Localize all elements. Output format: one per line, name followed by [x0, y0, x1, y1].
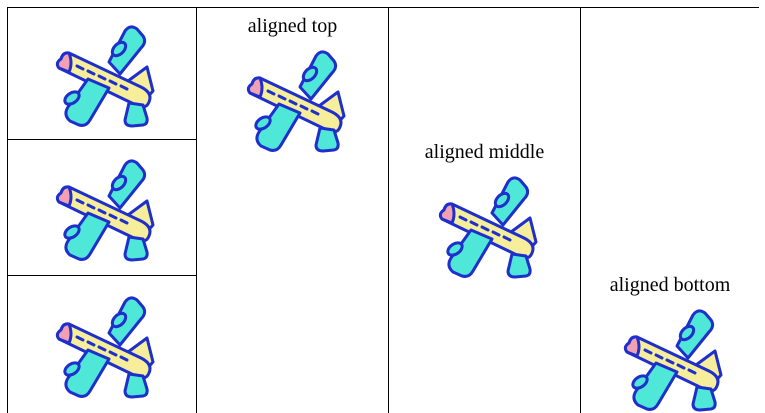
table-border-top — [7, 7, 759, 8]
stacked-cell-2 — [8, 140, 196, 275]
row-divider-2 — [7, 275, 197, 276]
image-table: aligned top aligned middle aligned botto… — [7, 7, 759, 413]
aligned-bottom-label: aligned bottom — [609, 274, 731, 296]
aligned-top-label: aligned top — [247, 15, 338, 37]
stacked-cell-3 — [8, 276, 196, 413]
airplane-icon — [43, 290, 161, 400]
airplane-icon — [611, 303, 729, 413]
airplane-icon — [43, 19, 161, 129]
row-divider-1 — [7, 139, 197, 140]
cell-aligned-bottom: aligned bottom — [581, 7, 759, 413]
airplane-icon — [234, 44, 352, 154]
airplane-icon — [43, 153, 161, 263]
column-divider-3 — [580, 7, 581, 413]
stacked-cell-1 — [8, 8, 196, 139]
cell-aligned-top: aligned top — [197, 14, 388, 413]
column-divider-2 — [388, 7, 389, 413]
table-border-left — [7, 7, 8, 413]
cell-aligned-middle: aligned middle — [389, 7, 580, 413]
column-divider-1 — [196, 7, 197, 413]
aligned-middle-label: aligned middle — [424, 141, 545, 163]
airplane-icon — [426, 170, 544, 280]
